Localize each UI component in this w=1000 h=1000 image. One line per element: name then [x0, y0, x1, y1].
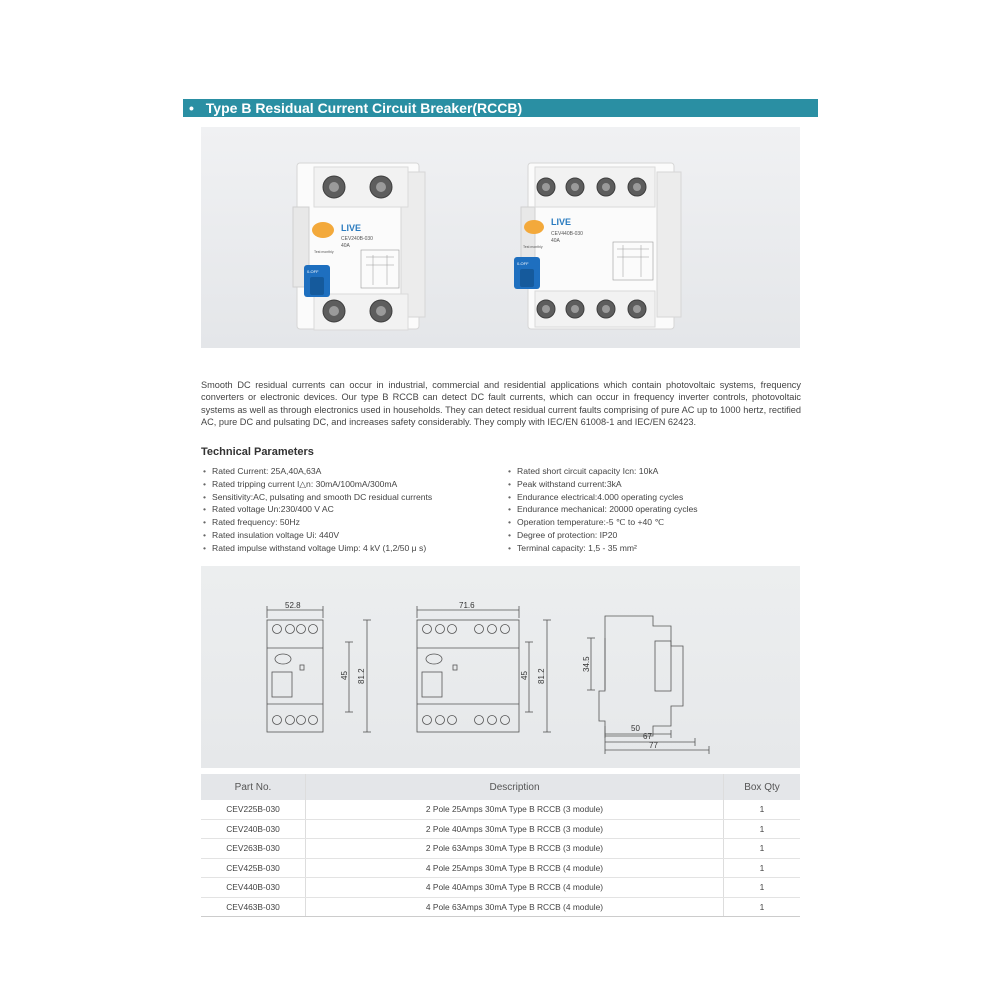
dimension-drawings: 52.8 45 81.2 71.6 45 81.2 34.5 50 67 77	[266, 601, 710, 754]
description-cell: 4 Pole 63Amps 30mA Type B RCCB (4 module…	[305, 897, 724, 917]
parts-table: Part No. Description Box Qty CEV225B-030…	[201, 774, 800, 917]
box-qty-cell: 1	[723, 819, 800, 839]
dim-four-pole-height: 81.2	[537, 668, 546, 684]
param-item: Operation temperature:-5 ℃ to +40 ℃	[508, 516, 698, 529]
part-no-cell: CEV225B-030	[201, 800, 306, 820]
section-header: • Type B Residual Current Circuit Breake…	[183, 99, 818, 117]
part-no-cell: CEV425B-030	[201, 858, 306, 878]
page-title: Type B Residual Current Circuit Breaker(…	[205, 100, 523, 116]
param-item: Rated voltage Un:230/400 V AC	[203, 503, 432, 516]
param-item: Rated tripping current I△n: 30mA/100mA/3…	[203, 478, 432, 491]
description-cell: 4 Pole 25Amps 30mA Type B RCCB (4 module…	[305, 858, 724, 878]
param-item: Rated Current: 25A,40A,63A	[203, 465, 432, 478]
technical-parameters-title: Technical Parameters	[201, 446, 314, 458]
table-row: CEV425B-030 4 Pole 25Amps 30mA Type B RC…	[201, 858, 800, 878]
part-no-cell: CEV240B-030	[201, 819, 306, 839]
switch-label: 0-OFF	[307, 269, 319, 274]
product-photo-panel: LIVE CEV240B-030 40A Test monthly 0-OFF	[201, 127, 800, 348]
brand-logo: LIVE	[551, 217, 571, 227]
part-no-cell: CEV440B-030	[201, 877, 306, 898]
param-item: Endurance mechanical: 20000 operating cy…	[508, 503, 698, 516]
param-item: Rated short circuit capacity Icn: 10kA	[508, 465, 698, 478]
table-row: CEV240B-030 2 Pole 40Amps 30mA Type B RC…	[201, 819, 800, 839]
rating-label: 40A	[341, 243, 351, 249]
dim-four-pole-inner-height: 45	[520, 671, 529, 680]
test-label: Test monthly	[314, 250, 334, 254]
header-bullet: •	[189, 100, 194, 116]
part-no-cell: CEV263B-030	[201, 838, 306, 859]
param-item: Rated frequency: 50Hz	[203, 516, 432, 529]
model-label: CEV240B-030	[341, 236, 373, 242]
product-photos: LIVE CEV240B-030 40A Test monthly 0-OFF	[292, 162, 682, 331]
box-qty-cell: 1	[723, 897, 800, 917]
param-item: Degree of protection: IP20	[508, 529, 698, 542]
description-cell: 2 Pole 25Amps 30mA Type B RCCB (3 module…	[305, 800, 724, 820]
switch-label: 0-OFF	[517, 261, 529, 266]
dim-two-pole-inner-height: 45	[340, 671, 349, 680]
param-item: Rated impulse withstand voltage Uimp: 4 …	[203, 542, 432, 555]
table-row: CEV440B-030 4 Pole 40Amps 30mA Type B RC…	[201, 877, 800, 898]
test-button-icon	[312, 222, 334, 238]
column-header-description: Description	[305, 774, 724, 800]
column-header-box-qty: Box Qty	[723, 774, 800, 800]
two-pole-drawing	[266, 606, 371, 733]
table-row: CEV263B-030 2 Pole 63Amps 30mA Type B RC…	[201, 838, 800, 859]
param-item: Terminal capacity: 1,5 - 35 mm²	[508, 542, 698, 555]
param-item: Peak withstand current:3kA	[508, 478, 698, 491]
box-qty-cell: 1	[723, 800, 800, 820]
dimension-drawing-panel: 52.8 45 81.2 71.6 45 81.2 34.5 50 67 77	[201, 566, 800, 768]
test-label: Test monthly	[523, 245, 543, 249]
column-header-part-no: Part No.	[201, 774, 306, 800]
technical-parameters-left: Rated Current: 25A,40A,63A Rated trippin…	[203, 465, 432, 555]
intro-paragraph: Smooth DC residual currents can occur in…	[201, 380, 801, 427]
test-button-icon	[524, 220, 544, 234]
model-label: CEV440B-030	[551, 231, 583, 237]
box-qty-cell: 1	[723, 858, 800, 878]
dim-two-pole-width: 52.8	[285, 601, 301, 610]
technical-parameters-right: Rated short circuit capacity Icn: 10kA P…	[508, 465, 698, 555]
dim-side-50: 50	[631, 724, 640, 733]
brand-logo: LIVE	[341, 223, 361, 233]
dim-side-77: 77	[649, 741, 658, 750]
box-qty-cell: 1	[723, 838, 800, 859]
table-row: CEV463B-030 4 Pole 63Amps 30mA Type B RC…	[201, 897, 800, 917]
box-qty-cell: 1	[723, 877, 800, 898]
description-cell: 2 Pole 63Amps 30mA Type B RCCB (3 module…	[305, 838, 724, 859]
rating-label: 40A	[551, 238, 561, 244]
dim-side-top: 34.5	[582, 656, 591, 672]
dim-four-pole-width: 71.6	[459, 601, 475, 610]
param-item: Endurance electrical:4.000 operating cyc…	[508, 491, 698, 504]
rccb-2-pole-image: LIVE CEV240B-030 40A Test monthly 0-OFF	[292, 162, 426, 331]
param-item: Rated insulation voltage Ui: 440V	[203, 529, 432, 542]
description-cell: 2 Pole 40Amps 30mA Type B RCCB (3 module…	[305, 819, 724, 839]
description-cell: 4 Pole 40Amps 30mA Type B RCCB (4 module…	[305, 877, 724, 898]
table-row: CEV225B-030 2 Pole 25Amps 30mA Type B RC…	[201, 800, 800, 820]
table-header-row: Part No. Description Box Qty	[201, 774, 800, 800]
side-view-drawing	[587, 615, 710, 754]
rccb-4-pole-image: LIVE CEV440B-030 40A Test monthly 0-OFF	[514, 162, 682, 330]
param-item: Sensitivity:AC, pulsating and smooth DC …	[203, 491, 432, 504]
part-no-cell: CEV463B-030	[201, 897, 306, 917]
four-pole-drawing	[416, 606, 551, 733]
dim-two-pole-height: 81.2	[357, 668, 366, 684]
dim-side-67: 67	[643, 732, 652, 741]
